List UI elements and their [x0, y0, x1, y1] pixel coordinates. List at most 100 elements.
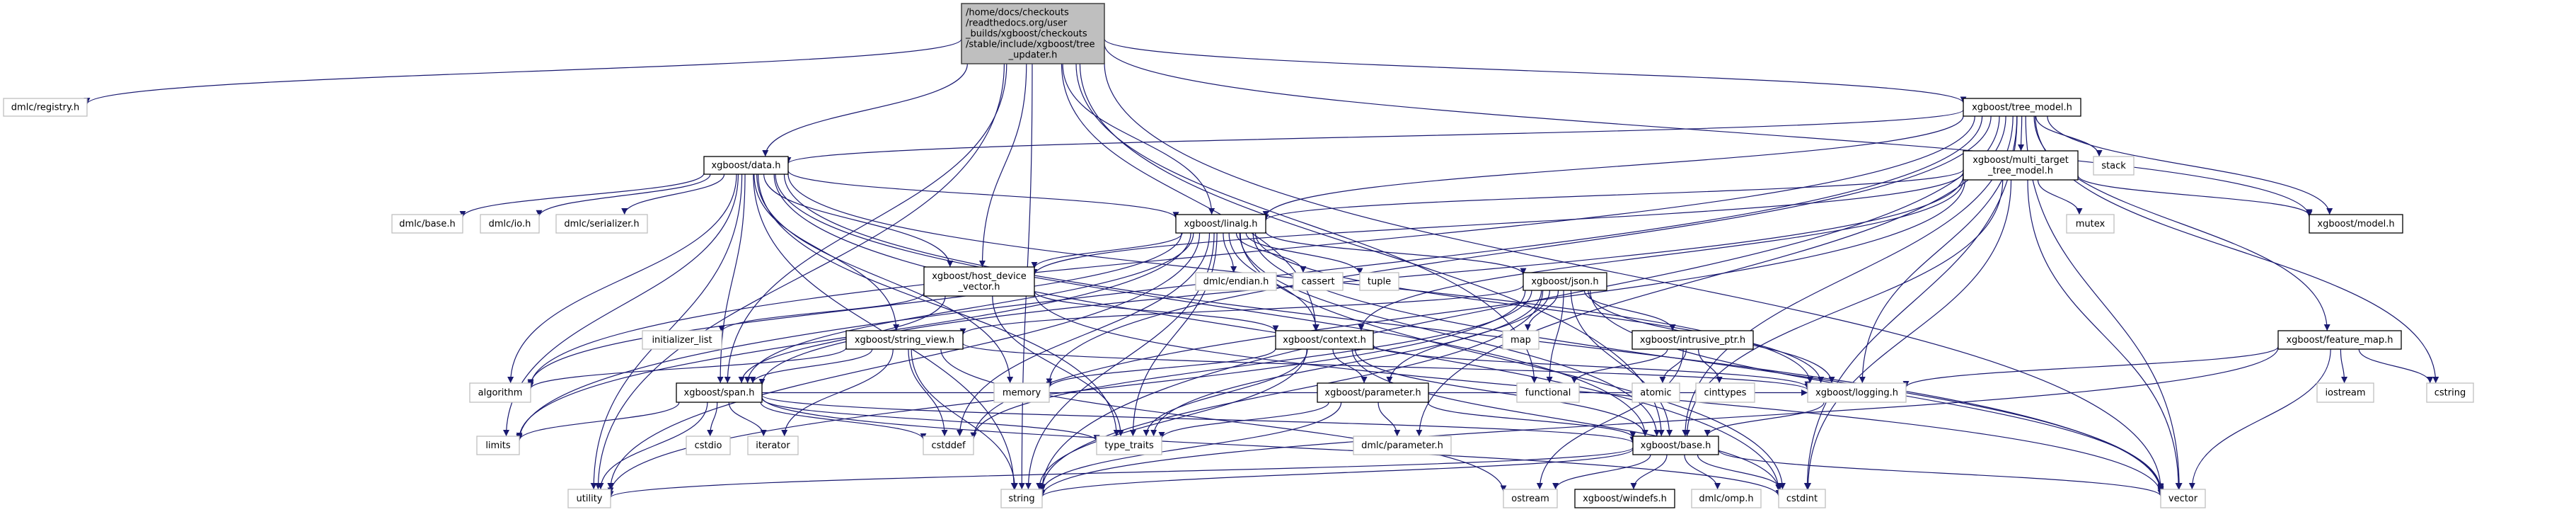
edge-json-to-cstddef: [970, 290, 1532, 439]
node-context[interactable]: xgboost/context.h: [1275, 330, 1374, 350]
edge-tree-to-algorithm: [527, 115, 1975, 387]
edge-span-to-utility: [597, 402, 708, 490]
node-cstdio[interactable]: cstdio: [686, 436, 731, 455]
node-label: dmlc/serializer.h: [564, 219, 639, 229]
node-linalg[interactable]: xgboost/linalg.h: [1175, 214, 1266, 234]
edge-linalg-to-json: [1265, 231, 1527, 275]
node-fmap[interactable]: xgboost/feature_map.h: [2277, 330, 2402, 350]
edge-context-to-string: [1036, 348, 1307, 490]
node-cassert[interactable]: cassert: [1293, 272, 1344, 291]
node-label: iostream: [2325, 388, 2365, 399]
node-iterator[interactable]: iterator: [747, 436, 799, 455]
node-box: [1502, 330, 1540, 350]
node-dser[interactable]: dmlc/serializer.h: [555, 214, 648, 234]
node-box: [1353, 436, 1452, 455]
node-iptr[interactable]: xgboost/intrusive_ptr.h: [1631, 330, 1754, 350]
edge-root-to-functional: [1075, 63, 1538, 384]
edge-data-to-algorithm: [507, 173, 737, 384]
node-parameter[interactable]: xgboost/parameter.h: [1317, 382, 1429, 403]
node-multi[interactable]: xgboost/multi_target_tree_model.h: [1963, 150, 2079, 181]
node-label: cstdio: [695, 440, 722, 451]
node-box: [1195, 272, 1277, 291]
node-sview[interactable]: xgboost/string_view.h: [845, 330, 964, 350]
node-dparam[interactable]: dmlc/parameter.h: [1353, 436, 1452, 455]
node-functional[interactable]: functional: [1516, 382, 1580, 403]
edge-span-to-limits: [516, 402, 680, 441]
node-memory[interactable]: memory: [993, 382, 1050, 403]
node-cinttypes[interactable]: cinttypes: [1695, 382, 1755, 403]
node-label: _builds/xgboost/checkouts: [965, 29, 1087, 40]
node-label: xgboost/data.h: [711, 161, 780, 171]
node-cstddef[interactable]: cstddef: [923, 436, 974, 455]
node-root[interactable]: /home/docs/checkouts/readthedocs.org/use…: [961, 3, 1105, 64]
node-label: vector: [2168, 494, 2198, 504]
node-box: [2160, 489, 2206, 508]
edge-context-to-memory: [1046, 348, 1276, 388]
edge-data-to-linalg: [787, 170, 1179, 219]
node-ostream[interactable]: ostream: [1503, 489, 1558, 508]
edge-iptr-to-functional: [1571, 348, 1668, 384]
node-box: [476, 436, 520, 455]
node-cstdint[interactable]: cstdint: [1778, 489, 1826, 508]
node-box: [676, 382, 763, 403]
node-endian[interactable]: dmlc/endian.h: [1195, 272, 1277, 291]
node-box: [1778, 489, 1826, 508]
node-tree[interactable]: xgboost/tree_model.h: [1963, 98, 2081, 117]
edge-multi-to-cstdint: [1805, 179, 2012, 490]
node-json[interactable]: xgboost/json.h: [1523, 272, 1607, 291]
node-map[interactable]: map: [1502, 330, 1540, 350]
node-stack[interactable]: stack: [2093, 156, 2135, 176]
node-label: dmlc/endian.h: [1203, 277, 1269, 288]
node-label: cinttypes: [1704, 388, 1747, 399]
edge-multi-to-mutex: [2037, 179, 2083, 215]
edge-linalg-to-span: [744, 232, 1194, 384]
node-string[interactable]: string: [1000, 489, 1043, 508]
node-vector[interactable]: vector: [2160, 489, 2206, 508]
node-mutex[interactable]: mutex: [2066, 214, 2115, 234]
edge-root-to-registry: [83, 38, 962, 105]
node-box: [1963, 98, 2081, 117]
node-logging[interactable]: xgboost/logging.h: [1807, 382, 1907, 403]
edge-base-to-utility: [607, 447, 1634, 499]
edge-fmap-to-iostream: [2340, 348, 2348, 384]
edge-base-to-string: [1039, 448, 1634, 498]
node-windefs[interactable]: xgboost/windefs.h: [1574, 489, 1675, 508]
node-label: dmlc/omp.h: [1699, 494, 1753, 504]
node-data[interactable]: xgboost/data.h: [703, 156, 789, 175]
node-cstring[interactable]: cstring: [2426, 382, 2474, 403]
edge-context-to-logging: [1373, 344, 1811, 389]
node-label: _tree_model.h: [1987, 166, 2053, 176]
edge-root-to-linalg: [1062, 63, 1215, 215]
node-iostream[interactable]: iostream: [2316, 382, 2374, 403]
edge-span-to-typetraits: [761, 398, 1100, 442]
node-typetraits[interactable]: type_traits: [1096, 436, 1162, 455]
node-label: limits: [485, 440, 511, 451]
node-span[interactable]: xgboost/span.h: [676, 382, 763, 403]
edge-multi-to-vector: [2027, 179, 2182, 490]
node-atomic[interactable]: atomic: [1631, 382, 1680, 403]
edge-linalg-to-hdv: [1031, 232, 1183, 269]
node-limits[interactable]: limits: [476, 436, 520, 455]
node-omp[interactable]: dmlc/omp.h: [1691, 489, 1762, 508]
node-utility[interactable]: utility: [567, 489, 611, 508]
node-tuple[interactable]: tuple: [1359, 272, 1399, 291]
node-dbase[interactable]: dmlc/base.h: [391, 214, 463, 234]
node-dio[interactable]: dmlc/io.h: [480, 214, 540, 234]
node-box: [923, 266, 1035, 297]
node-label: initializer_list: [652, 335, 712, 346]
node-label: _vector.h: [958, 282, 1000, 292]
edge-data-to-dbase: [459, 173, 705, 218]
node-model[interactable]: xgboost/model.h: [2309, 214, 2403, 234]
node-hdv[interactable]: xgboost/host_device_vector.h: [923, 266, 1035, 297]
node-box: [1574, 489, 1675, 508]
node-algorithm[interactable]: algorithm: [469, 382, 531, 403]
node-label: cstddef: [931, 440, 966, 451]
edge-sview-to-span: [749, 348, 873, 384]
edges: [83, 38, 2439, 499]
node-registry[interactable]: dmlc/registry.h: [3, 98, 88, 117]
edge-root-to-vector: [1104, 62, 2164, 490]
node-initlist[interactable]: initializer_list: [642, 330, 722, 350]
node-base[interactable]: xgboost/base.h: [1632, 436, 1719, 455]
edge-data-to-span: [717, 173, 746, 384]
